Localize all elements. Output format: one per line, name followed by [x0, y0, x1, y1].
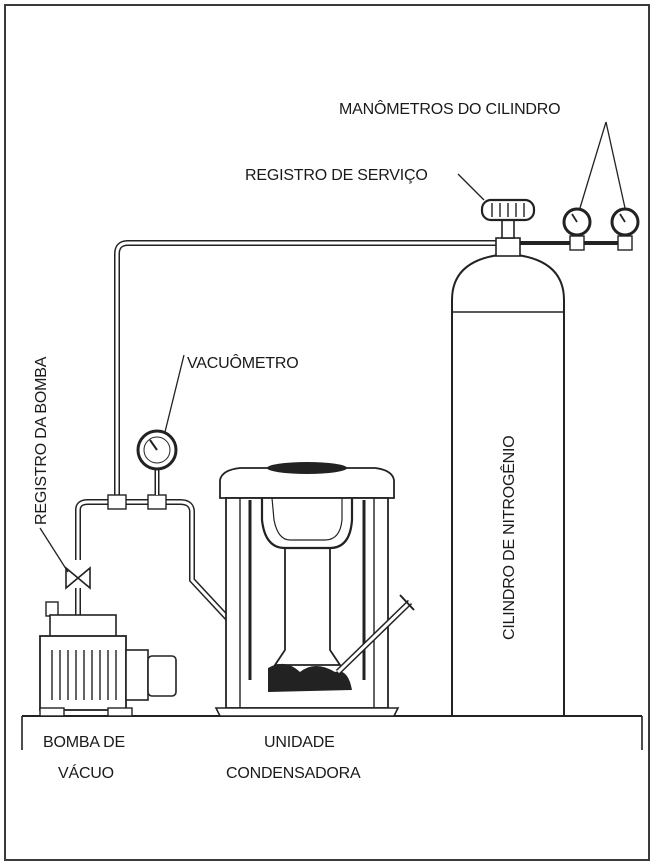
label-vacuometro: VACUÔMETRO — [187, 353, 299, 372]
manifold-line — [75, 470, 288, 683]
vacuum-pump — [39, 601, 177, 717]
label-registro-bomba: REGISTRO DA BOMBA — [33, 356, 50, 525]
label-registro-servico: REGISTRO DE SERVIÇO — [245, 167, 428, 184]
label-bomba-line1: BOMBA DE — [43, 734, 125, 751]
vacuometer-gauge — [136, 354, 185, 471]
cylinder-manometers — [520, 121, 640, 251]
nitrogen-cylinder — [451, 219, 565, 717]
label-cilindro: CILINDRO DE NITROGÊNIO — [499, 435, 518, 640]
label-manometros: MANÔMETROS DO CILINDRO — [339, 99, 560, 118]
nitrogen-hose — [114, 240, 500, 498]
label-unidade-line1: UNIDADE — [264, 734, 335, 751]
condensing-unit — [214, 462, 415, 717]
pump-valve — [39, 527, 91, 615]
label-bomba-line2: VÁCUO — [58, 763, 114, 782]
label-unidade-line2: CONDENSADORA — [226, 765, 361, 782]
service-valve — [457, 173, 536, 222]
